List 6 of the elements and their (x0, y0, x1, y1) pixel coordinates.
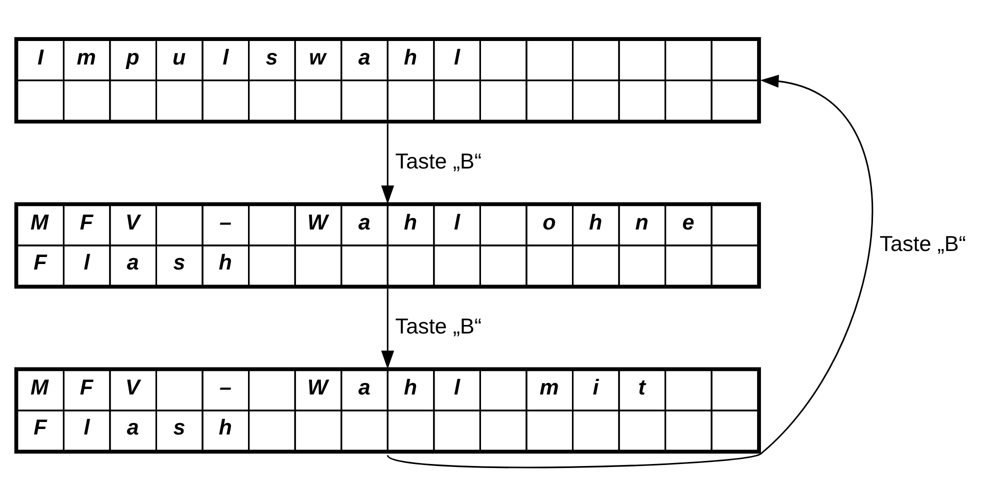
arrow (381, 288, 394, 369)
arrow (381, 123, 394, 204)
arrow (387, 74, 873, 468)
edge-label: Taste „B“ (395, 148, 482, 174)
edge-label: Taste „B“ (395, 313, 482, 338)
edge-label: Taste „B“ (880, 230, 966, 256)
